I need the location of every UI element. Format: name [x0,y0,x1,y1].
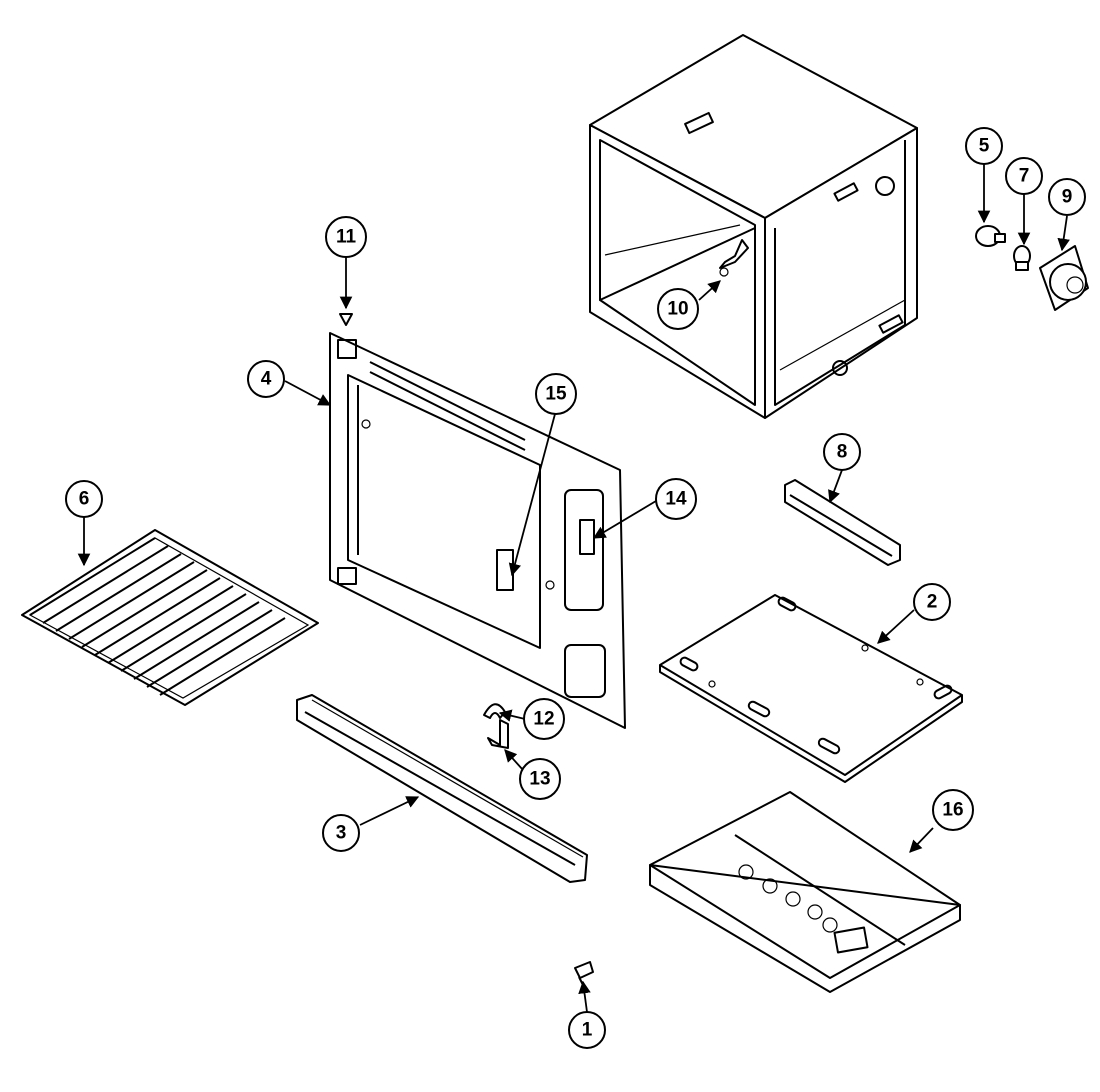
rack-bar [133,601,260,680]
callout-11-label: 11 [336,227,357,248]
callout-1: 1 [568,1011,606,1049]
callout-1-label: 1 [582,1020,593,1041]
clip-part-12 [483,703,506,719]
callout-4-label: 4 [261,369,272,390]
callout-leaders [77,164,1070,1013]
callout-8: 8 [823,433,861,471]
callout-4: 4 [247,360,285,398]
callout-3-label: 3 [336,823,347,844]
rack-bar [107,585,234,664]
cabinet-shell [589,34,918,419]
callout-2: 2 [913,583,951,621]
callout-5-label: 5 [979,136,990,157]
rack-bar [42,545,169,624]
callout-10-label: 10 [667,299,688,320]
callout-9-label: 9 [1062,187,1073,208]
callout-13-label: 13 [529,769,550,790]
screw-part-11 [339,313,353,326]
rack-bar [146,609,273,688]
callout-5: 5 [965,127,1003,165]
callout-3: 3 [322,814,360,852]
rack-bar [55,553,182,632]
callout-9: 9 [1048,178,1086,216]
callout-8-label: 8 [837,442,848,463]
bulb-part-5 [975,225,1006,247]
rack-bar [94,577,221,656]
callout-14-label: 14 [665,489,687,510]
callout-10: 10 [657,288,699,330]
rack-bar [29,537,156,616]
rack-bar [159,617,286,696]
rack-bar [68,561,195,640]
bracket-rail [784,479,901,566]
callout-13: 13 [519,758,561,800]
rack-bar [81,569,208,648]
callout-6-label: 6 [79,489,90,510]
callout-11: 11 [325,216,367,258]
callout-14: 14 [655,478,697,520]
screw-part-1 [574,961,594,986]
clip-part-13 [487,719,509,749]
oven-panel [329,332,626,729]
callout-16: 16 [932,789,974,831]
oven-rack [21,529,319,706]
callout-12-label: 12 [533,709,554,730]
socket-part-7 [1013,245,1031,271]
callout-15: 15 [535,373,577,415]
callout-7-label: 7 [1019,166,1030,187]
rack-bar [120,593,247,672]
broiler-drawer [649,791,961,993]
callout-15-label: 15 [545,384,567,405]
callout-7: 7 [1005,157,1043,195]
side-rail [296,694,588,883]
callout-12: 12 [523,698,565,740]
callout-2-label: 2 [927,592,938,613]
callout-6: 6 [65,480,103,518]
lamp-housing-part-9 [1039,245,1089,311]
bottom-panel [659,594,963,783]
callout-16-label: 16 [942,800,963,821]
